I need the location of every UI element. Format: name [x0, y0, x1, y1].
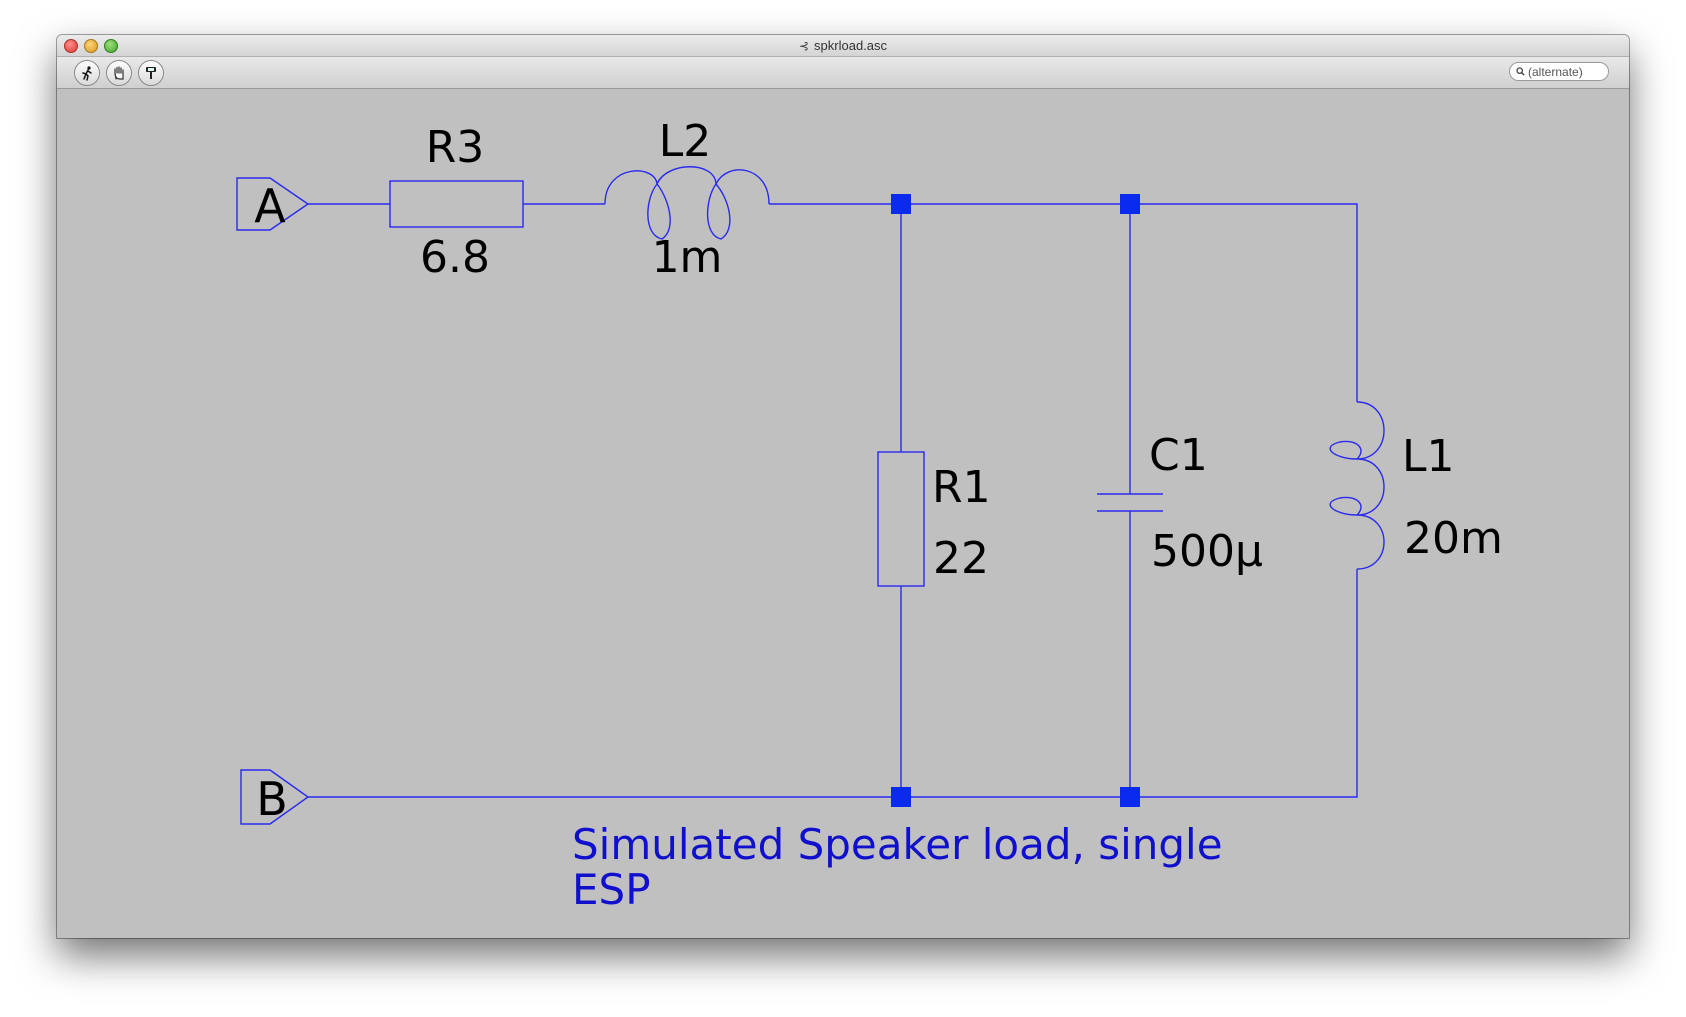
- halt-button[interactable]: [106, 60, 132, 86]
- l1-value: 20m: [1404, 513, 1503, 564]
- r1-value: 22: [933, 533, 989, 584]
- port-a-label: A: [254, 179, 286, 233]
- schematic-comment-line-2: ESP: [572, 865, 651, 914]
- junction: [1120, 194, 1140, 214]
- r3-value: 6.8: [420, 232, 490, 283]
- l2-ref: L2: [659, 116, 712, 167]
- title-bar: ⊰spkrload.asc: [57, 35, 1629, 57]
- port-b-label: B: [256, 772, 288, 826]
- junction: [891, 787, 911, 807]
- zoom-button[interactable]: [104, 39, 118, 53]
- c1-ref: C1: [1149, 430, 1208, 481]
- port-a-symbol: [236, 177, 310, 231]
- probe-button[interactable]: [138, 60, 164, 86]
- toolbar: [57, 57, 1629, 89]
- hand-icon: [114, 66, 124, 80]
- c1-symbol: [1097, 493, 1163, 512]
- wire: [769, 203, 1358, 402]
- r1-symbol: [877, 451, 925, 587]
- r3-symbol: [389, 180, 524, 228]
- wire: [308, 569, 1358, 798]
- port-b-symbol: [240, 769, 310, 825]
- search-icon: [1516, 67, 1525, 76]
- schematic-icon: ⊰: [798, 39, 810, 53]
- l1-symbol: [1329, 401, 1385, 570]
- close-button[interactable]: [64, 39, 78, 53]
- schematic-canvas[interactable]: A B R3 6.8 L2 1m R1 22 C1 500µ L1 20m Si…: [57, 89, 1629, 938]
- l2-symbol: [604, 166, 770, 240]
- schematic-drawing: A B R3 6.8 L2 1m R1 22 C1 500µ L1 20m Si…: [236, 116, 1503, 914]
- probe-icon: [146, 67, 156, 79]
- junction: [891, 194, 911, 214]
- search-input[interactable]: [1525, 64, 1608, 79]
- ltspice-window: ⊰spkrload.asc: [57, 35, 1629, 938]
- run-button[interactable]: [74, 60, 100, 86]
- l2-value: 1m: [652, 232, 723, 283]
- window-title: ⊰spkrload.asc: [798, 38, 888, 53]
- running-man-icon: [82, 66, 92, 81]
- l1-ref: L1: [1402, 431, 1455, 482]
- search-field[interactable]: [1509, 62, 1609, 81]
- junction: [1120, 787, 1140, 807]
- c1-value: 500µ: [1151, 526, 1263, 577]
- r1-ref: R1: [932, 462, 991, 513]
- r3-ref: R3: [426, 122, 485, 173]
- minimize-button[interactable]: [84, 39, 98, 53]
- schematic-comment-line-1: Simulated Speaker load, single: [572, 820, 1223, 869]
